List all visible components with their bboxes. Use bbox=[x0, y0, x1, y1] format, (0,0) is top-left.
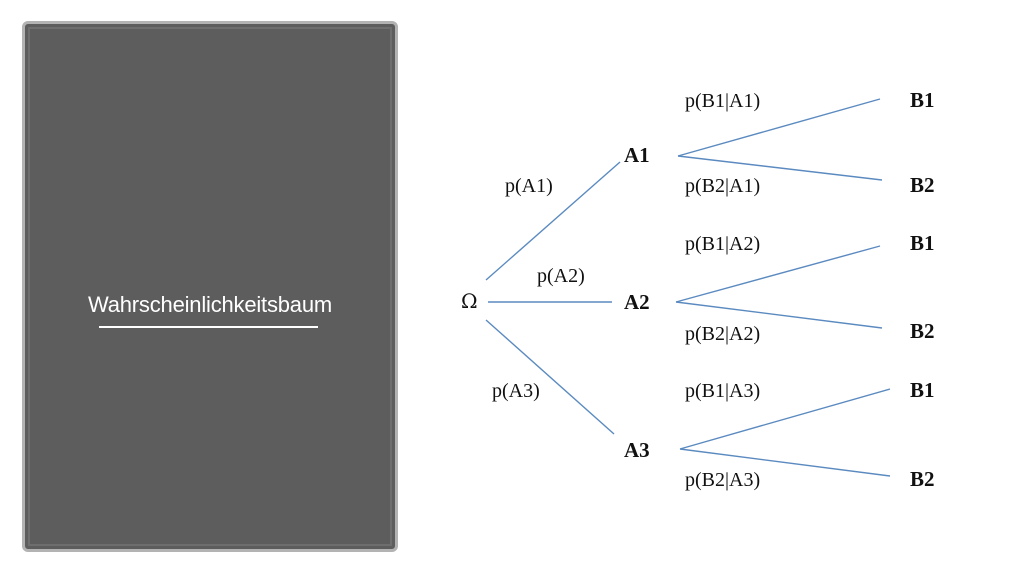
node-b1-under-a2: B1 bbox=[910, 231, 935, 255]
edge-label-p-a3: p(A3) bbox=[492, 380, 540, 402]
node-b1-under-a1: B1 bbox=[910, 88, 935, 112]
node-a1: A1 bbox=[624, 143, 650, 167]
node-b2-under-a1: B2 bbox=[910, 173, 935, 197]
node-a3: A3 bbox=[624, 438, 650, 462]
edge-a1-b1 bbox=[677, 98, 881, 157]
edge-label-p-a2: p(A2) bbox=[537, 265, 585, 287]
node-b2-under-a3: B2 bbox=[910, 467, 935, 491]
node-b2-under-a2: B2 bbox=[910, 319, 935, 343]
edge-label-p-b1-a3: p(B1|A3) bbox=[685, 380, 760, 402]
edge-a3-b1 bbox=[679, 388, 891, 450]
edge-a3-b2 bbox=[679, 448, 891, 477]
edge-label-p-b1-a1: p(B1|A1) bbox=[685, 90, 760, 112]
edge-label-p-a1: p(A1) bbox=[505, 175, 553, 197]
edge-a2-b1 bbox=[675, 245, 881, 303]
edge-root-a3 bbox=[485, 319, 615, 435]
node-a2: A2 bbox=[624, 290, 650, 314]
edge-root-a1 bbox=[485, 161, 621, 281]
edge-label-p-b2-a3: p(B2|A3) bbox=[685, 469, 760, 491]
root-node-omega: Ω bbox=[461, 289, 478, 313]
edge-label-p-b2-a1: p(B2|A1) bbox=[685, 175, 760, 197]
node-b1-under-a3: B1 bbox=[910, 378, 935, 402]
panel-title: Wahrscheinlichkeitsbaum bbox=[87, 292, 333, 317]
edge-label-p-b2-a2: p(B2|A2) bbox=[685, 323, 760, 345]
edge-label-p-b1-a2: p(B1|A2) bbox=[685, 233, 760, 255]
edge-a1-b2 bbox=[677, 155, 883, 181]
edge-a2-b2 bbox=[675, 301, 883, 329]
panel-inner-frame bbox=[28, 27, 392, 546]
title-underline bbox=[99, 326, 318, 328]
title-panel: Wahrscheinlichkeitsbaum bbox=[22, 21, 398, 552]
